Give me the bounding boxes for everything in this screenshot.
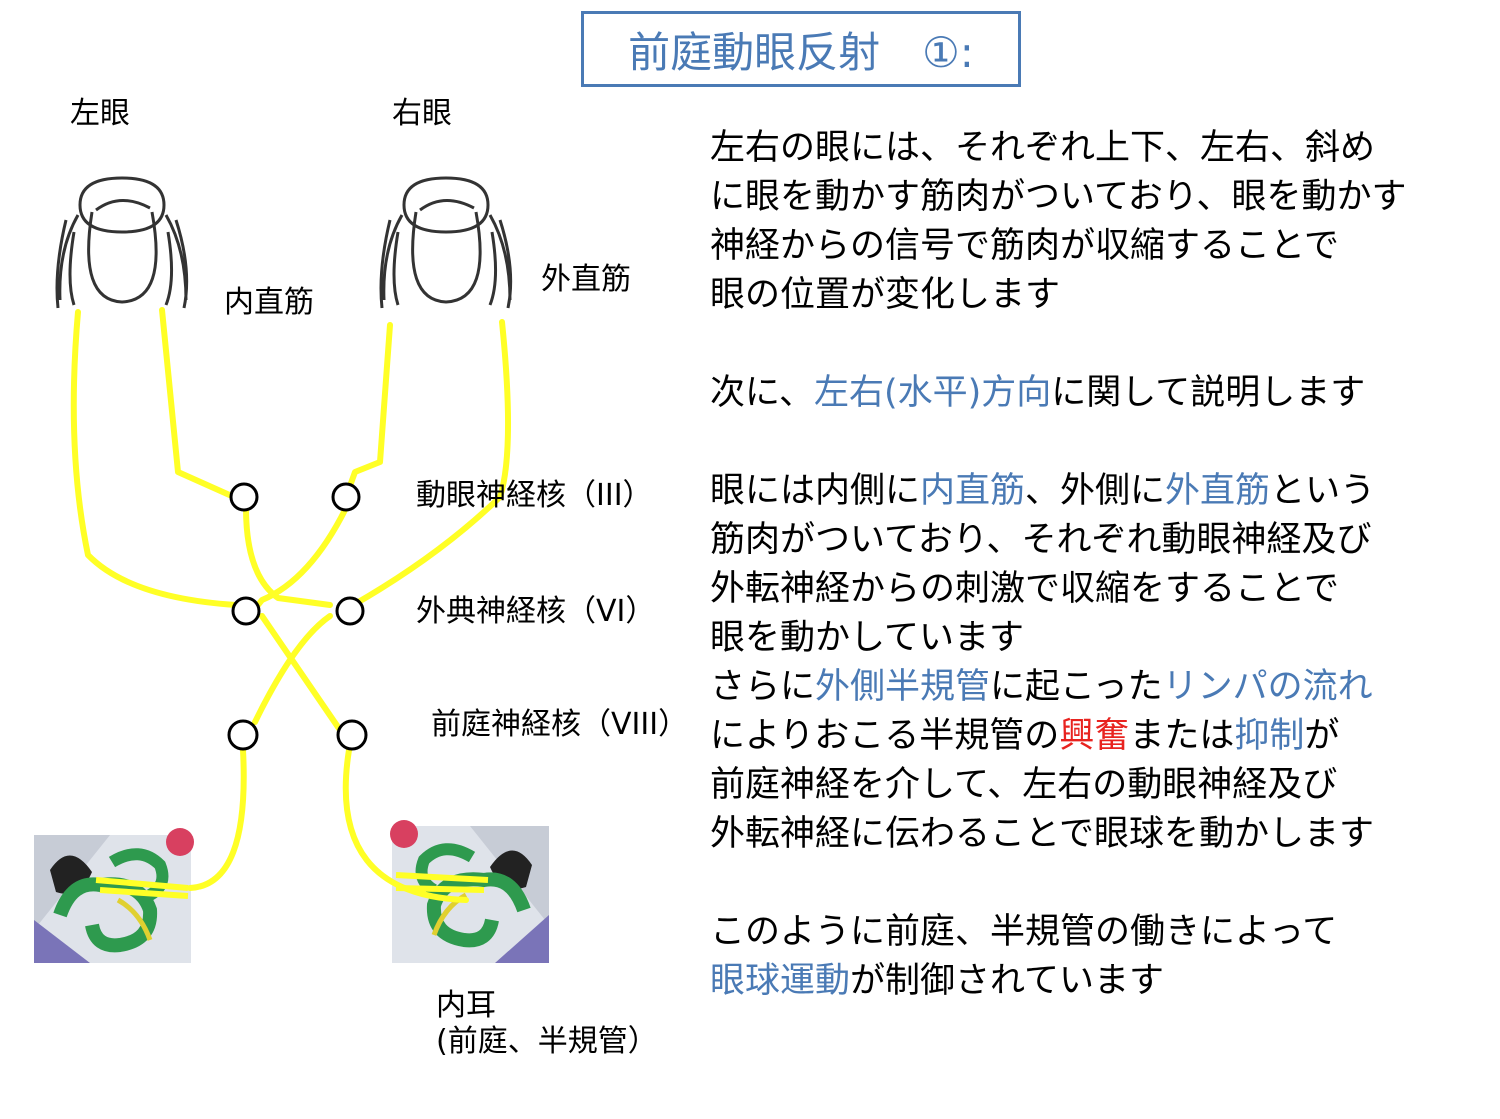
desc-line: 左右の眼には、それぞれ上下、左右、斜め [710, 128, 1376, 168]
desc-line: 外転神経からの刺激で収縮をすることで [710, 569, 1339, 609]
desc-line: 外転神経に伝わることで眼球を動かします [710, 814, 1374, 854]
left-eye-icon [55, 176, 189, 309]
medial-rectus-label: 内直筋 [224, 285, 314, 320]
desc-line: に眼を動かす筋肉がついており、眼を動かす [710, 177, 1407, 217]
abducens-nucleus-label: 外典神経核（VI） [416, 594, 656, 629]
vestibular-nucleus-label: 前庭神経核（VIII） [431, 707, 689, 742]
oculomotor-nucleus-right [331, 482, 361, 512]
vestibular-nucleus-left [227, 719, 259, 751]
nuclei [227, 482, 368, 751]
highlight-term: 左右(水平)方向 [813, 373, 1052, 413]
left-eye-label: 左眼 [70, 96, 130, 131]
desc-line: によりおこる半規管の興奮または抑制が [710, 716, 1340, 756]
desc-line: 眼球運動が制御されています [710, 961, 1164, 1001]
desc-line: 神経からの信号で筋肉が収縮することで [710, 226, 1339, 266]
inner-ear-label: 内耳 (前庭、半規管） [436, 988, 658, 1060]
highlight-term: 眼球運動 [710, 961, 851, 1001]
right-eye-label: 右眼 [392, 96, 452, 131]
nerve-pathways [70, 307, 511, 903]
lateral-rectus-label: 外直筋 [541, 262, 631, 297]
highlight-term: 外直筋 [1165, 471, 1271, 511]
highlight-term: 内直筋 [920, 471, 1026, 511]
desc-line: 眼には内側に内直筋、外側に外直筋という [710, 471, 1376, 511]
description-text: 左右の眼には、それぞれ上下、左右、斜め に眼を動かす筋肉がついており、眼を動かす… [710, 124, 1495, 1006]
vestibular-nucleus-right [336, 719, 368, 751]
highlight-term: 抑制 [1234, 716, 1305, 756]
inner-ear-label-line1: 内耳 [436, 988, 496, 1023]
desc-line: 眼の位置が変化します [710, 275, 1061, 315]
inner-ear-label-line2: (前庭、半規管） [436, 1024, 658, 1059]
oculomotor-nucleus-label: 動眼神経核（III） [416, 478, 653, 513]
highlight-term: 外側半規管 [815, 667, 991, 707]
page-title: 前庭動眼反射 ①: [581, 11, 1021, 87]
left-inner-ear-image [34, 828, 194, 963]
right-eye-icon [379, 176, 513, 309]
desc-line: 筋肉がついており、それぞれ動眼神経及び [710, 520, 1372, 560]
oculomotor-nucleus-left [229, 482, 259, 512]
desc-line: このように前庭、半規管の働きによって [710, 912, 1338, 952]
desc-line: 前庭神経を介して、左右の動眼神経及び [710, 765, 1338, 805]
highlight-term-red: 興奮 [1059, 716, 1130, 756]
desc-line: さらに外側半規管に起こったリンパの流れ [710, 667, 1373, 707]
desc-line: 眼を動かしています [710, 618, 1024, 658]
desc-line: 次に、左右(水平)方向に関して説明します [710, 373, 1366, 413]
highlight-term: リンパの流れ [1162, 667, 1373, 707]
abducens-nucleus-right [335, 596, 365, 626]
abducens-nucleus-left [231, 596, 261, 626]
